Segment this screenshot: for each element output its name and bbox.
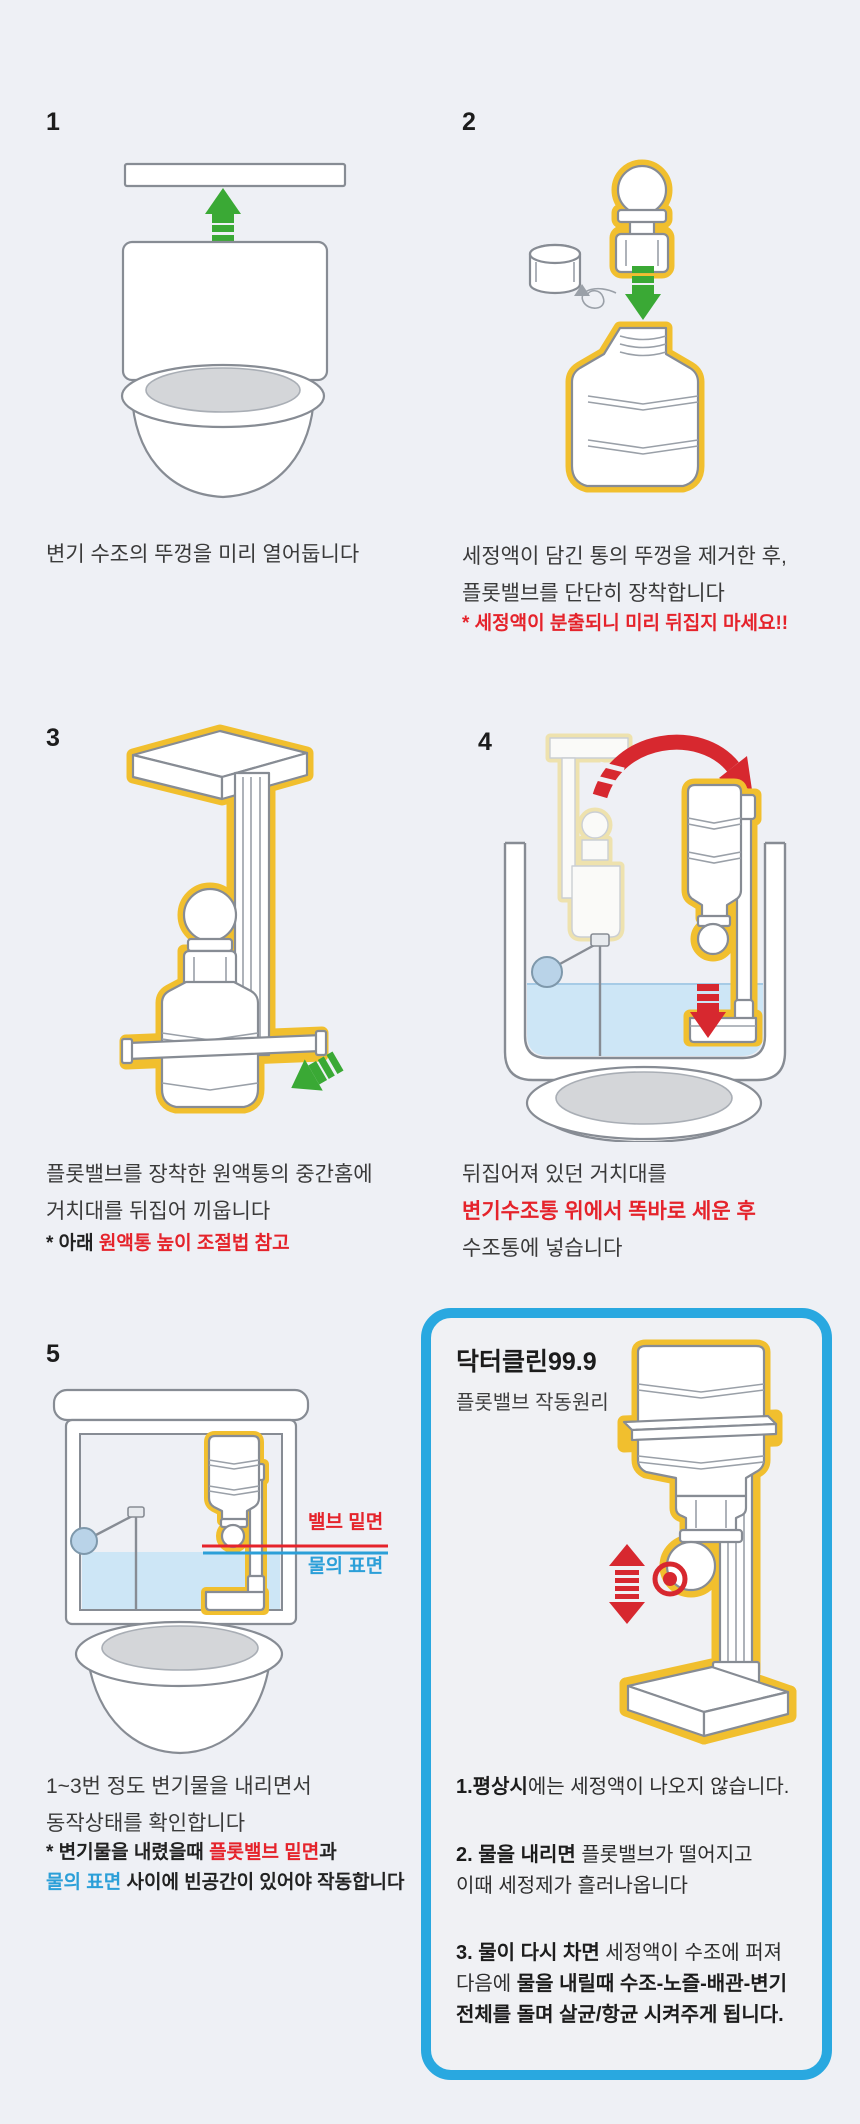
ghost-inverted-stand [545,733,633,942]
step3-caption: 플롯밸브를 장착한 원액통의 중간홈에 거치대를 뒤집어 끼웁니다 [46,1156,373,1230]
step1-illustration-toilet-lid-open [120,162,347,499]
step5-caption-line2: 동작상태를 확인합니다 [46,1812,246,1835]
item2-bold: 2. 물을 내리면 [456,1844,576,1866]
toilet-lid [123,162,347,188]
step3-caption-line2: 거치대를 뒤집어 끼웁니다 [46,1200,271,1223]
holder-bracket [622,1414,778,1442]
step5-note: * 변기물을 내렸을때 플롯밸브 밑면과 물의 표면 사이에 빈공간이 있어야 … [46,1838,405,1898]
step4-number: 4 [478,728,492,756]
step5-note1-red: 플롯밸브 밑면 [209,1842,320,1863]
step5-caption: 1~3번 정도 변기물을 내리면서 동작상태를 확인합니다 [46,1768,312,1842]
up-down-arrow-red-icon [609,1544,645,1624]
infobox-item2: 2. 물을 내리면 플롯밸브가 떨어지고 이때 세정제가 흘러나옵니다 [456,1840,753,1902]
step5-note1-prefix: * 변기물을 내렸을때 [46,1842,210,1863]
device-upright [681,778,763,1047]
stand-base [626,1660,790,1738]
item1-bold: 1.평상시 [456,1776,528,1798]
toilet-bowl [120,363,326,499]
float-ball-assembly [70,1506,145,1609]
toilet-bowl [525,1065,763,1142]
step4-caption-line3: 수조통에 넣습니다 [462,1237,623,1260]
step2-caption-line2: 플롯밸브를 단단히 장착합니다 [462,582,725,605]
item3-bold: 3. 물이 다시 차면 [456,1942,600,1964]
item3-line2: 다음에 물을 내릴때 수조-노즐-배관-변기 [456,1969,787,2000]
step4-caption: 뒤집어져 있던 거치대를 변기수조통 위에서 똑바로 세운 후 수조통에 넣습니… [462,1156,756,1267]
step5-note1-suffix: 과 [319,1842,337,1863]
item2-rest: 플롯밸브가 떨어지고 [575,1844,753,1866]
infobox-illustration-assembled-device [609,1339,797,1745]
item3-line2-prefix: 다음에 [456,1973,517,1995]
step5-note2-blue: 물의 표면 [46,1872,122,1893]
valve-bottom-label: 밸브 밑면 [308,1512,384,1533]
infobox-subtitle: 플롯밸브 작동원리 [456,1392,609,1414]
step5-number: 5 [46,1340,60,1368]
step5-note2-suffix: 사이에 빈공간이 있어야 작동합니다 [121,1872,405,1893]
step2-caption: 세정액이 담긴 통의 뚜껑을 제거한 후, 플롯밸브를 단단히 장착합니다 [462,538,787,612]
step3-note-prefix: * 아래 [46,1233,99,1254]
flip-curved-arrow-icon [592,734,752,799]
step2-number: 2 [462,108,476,136]
valve-highlight-ring-icon [652,1561,688,1597]
water-surface-label: 물의 표면 [308,1556,384,1577]
item3-rest: 세정액이 수조에 퍼져 [599,1942,783,1964]
step1-number: 1 [46,108,60,136]
toilet-tank [121,240,329,382]
infobox-title: 닥터클린99.9 [456,1348,597,1376]
item3-line3: 전체를 돌며 살균/항균 시켜주게 됩니다. [456,2004,784,2026]
step5-illustration-check-operation [52,1388,388,1755]
step3-note-red: 원액통 높이 조절법 참고 [98,1233,290,1254]
toilet-bowl [74,1620,284,1755]
step5-note-line1: * 변기물을 내렸을때 플롯밸브 밑면과 [46,1838,405,1868]
item1-rest: 에는 세정액이 나오지 않습니다. [527,1776,790,1798]
removal-swirl-arrow-icon [574,284,617,309]
float-valve [665,1494,748,1592]
item2-line2: 이때 세정제가 흘러나옵니다 [456,1875,688,1897]
step3-caption-line1: 플롯밸브를 장착한 원액통의 중간홈에 [46,1163,373,1186]
infobox-item3: 3. 물이 다시 차면 세정액이 수조에 퍼져 다음에 물을 내릴때 수조-노즐… [456,1938,787,2031]
step2-illustration-attach-valve [528,159,705,493]
cleaner-bottle [565,321,705,493]
step1-caption-line1: 변기 수조의 뚜껑을 미리 열어둡니다 [46,543,360,566]
item3-line1: 3. 물이 다시 차면 세정액이 수조에 퍼져 [456,1938,787,1969]
infobox-item1: 1.평상시에는 세정액이 나오지 않습니다. [456,1772,789,1803]
step4-illustration-place-in-tank [503,733,787,1142]
step4-caption-line2-red: 변기수조통 위에서 똑바로 세운 후 [462,1200,756,1223]
item3-line2-bold: 물을 내릴때 수조-노즐-배관-변기 [516,1973,788,1995]
step3-note: * 아래 원액통 높이 조절법 참고 [46,1229,290,1259]
step1-caption: 변기 수조의 뚜껑을 미리 열어둡니다 [46,536,359,573]
step3-number: 3 [46,724,60,752]
step5-caption-line1: 1~3번 정도 변기물을 내리면서 [46,1775,312,1798]
step2-warning-text: * 세정액이 분출되니 미리 뒤집지 마세요!! [462,613,789,634]
up-arrow-icon [205,188,241,242]
float-valve [609,159,675,279]
item2-line1: 2. 물을 내리면 플롯밸브가 떨어지고 [456,1840,753,1871]
step5-note-line2: 물의 표면 사이에 빈공간이 있어야 작동합니다 [46,1868,405,1898]
step2-caption-line1: 세정액이 담긴 통의 뚜껑을 제거한 후, [462,545,787,568]
step3-illustration-stand-inverted [119,724,347,1114]
holder-bracket [120,1029,328,1065]
step2-warning-note: * 세정액이 분출되니 미리 뒤집지 마세요!! [462,609,788,639]
step4-caption-line1: 뒤집어져 있던 거치대를 [462,1163,667,1186]
device-installed [201,1431,269,1615]
bottle-cap [528,243,582,295]
float-ball-assembly [531,933,610,1056]
